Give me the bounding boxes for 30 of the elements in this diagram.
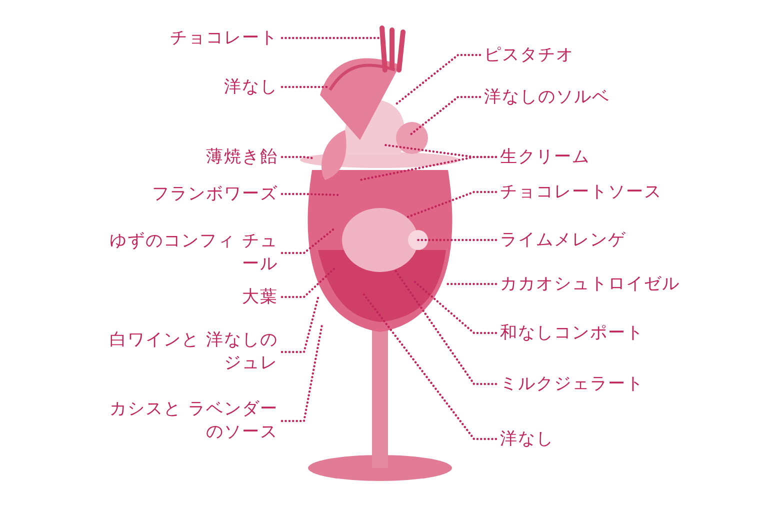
part-label: 生クリーム	[500, 146, 590, 169]
part-label: カシスと ラベンダーのソース	[98, 398, 278, 444]
part-label: フランボワーズ	[152, 183, 278, 206]
leader-line	[280, 296, 320, 354]
part-label: ゆずのコンフィ チュール	[108, 230, 278, 276]
leader-line	[360, 290, 498, 440]
leader-line	[394, 54, 482, 106]
part-label: 洋なしのソルベ	[484, 86, 610, 109]
part-label: チョコレートソース	[500, 181, 662, 204]
part-label: 薄焼き飴	[206, 146, 278, 169]
part-label: ミルクジェラート	[500, 373, 644, 396]
leader-line	[414, 280, 498, 334]
part-label: 大葉	[242, 286, 278, 309]
leader-line	[280, 266, 336, 298]
part-label: 洋なし	[224, 76, 278, 99]
leader-line	[280, 156, 314, 160]
part-label: 洋なし	[500, 428, 554, 451]
leader-line	[408, 96, 482, 136]
part-label: ライムメレンゲ	[500, 229, 626, 252]
part-label: カカオシュトロイゼル	[500, 273, 680, 296]
leader-line	[394, 268, 498, 386]
part-label: チョコレート	[170, 27, 278, 50]
leader-line	[280, 324, 324, 422]
leader-line	[280, 192, 342, 196]
part-label: 白ワインと 洋なしのジュレ	[108, 329, 278, 375]
part-label: ピスタチオ	[484, 44, 574, 67]
leader-line	[358, 156, 498, 182]
part-label: 和なしコンポート	[500, 322, 644, 345]
leader-line	[280, 36, 382, 40]
leader-line	[280, 226, 336, 254]
